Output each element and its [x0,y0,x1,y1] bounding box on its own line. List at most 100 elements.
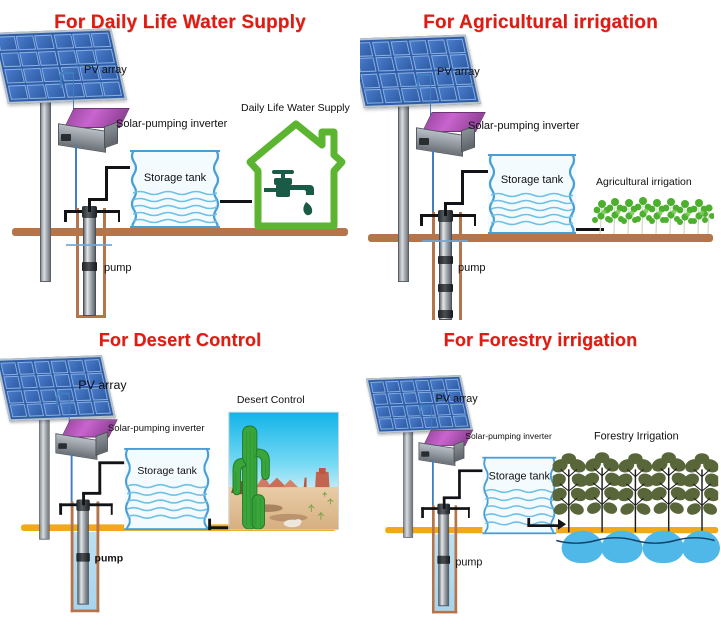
wire-pv-down [60,72,62,88]
solar-mount-pole [39,413,50,540]
label-storage-tank: Storage tank [500,174,564,186]
label-storage-tank: Storage tank [143,172,207,184]
forest-trees-icon [550,450,721,533]
pipe-vertical [105,168,108,200]
pipe-tank-to-house [220,200,252,203]
diagram-desert-control: PV array Solar-pumping inverter pump [0,320,344,613]
panel-title-forestry: For Forestry irrigation [443,330,638,350]
pump-water-level-ring [66,244,112,246]
house-outline-icon [244,118,348,230]
panel-title-daily-life: For Daily Life Water Supply [54,12,306,33]
pipe-riser [88,200,91,212]
pump-head [438,210,453,222]
ground-line [12,228,348,236]
label-pv-array: PV array [437,66,480,78]
solar-mount-pole [40,96,51,282]
inverter-port-icon [419,138,429,145]
wellhead-left [64,210,67,222]
wire-pv-down [419,404,421,418]
wire-pv-across [56,392,70,395]
borehole-well [432,505,458,614]
wellhead-right [473,214,476,226]
wire-inverter-to-pump [432,460,434,506]
wire-pv-down [56,392,58,406]
pump-water-level-ring [422,240,468,242]
tank-water-icon [485,488,554,526]
crop-field-icon [592,190,715,236]
tank-water-icon [491,192,573,226]
label-scene-desert: Desert Control [236,394,305,406]
pipe-to-tank [105,166,137,169]
panel-forestry: For Forestry irrigation PV array [360,320,721,626]
wellhead-left [59,503,62,515]
wire-inverter-to-pump [75,146,77,212]
pipe-vertical [458,471,461,498]
inverter-port-icon [421,451,430,457]
pipe-tank-outlet [208,518,212,531]
pump-motor-band-1 [438,256,453,264]
submersible-pump [439,216,452,320]
pipe-to-forest [527,524,562,527]
pipe-to-tank [458,469,486,473]
label-pump: pump [455,555,483,569]
pipe-riser [442,498,446,509]
inverter-port-icon [58,443,67,449]
label-pump: pump [458,262,486,274]
label-storage-tank: Storage tank [137,465,197,477]
wire-inverter-to-pump [70,453,73,504]
label-pump: pump [94,553,124,565]
borehole-well [432,212,462,320]
label-inverter: Solar-pumping inverter [107,423,205,434]
diagram-agricultural: PV array Solar-pumping inverter pum [360,0,721,320]
pipe-vertical [461,172,464,203]
drip-irrigation-line [556,534,718,544]
wire-pv-across [417,74,431,76]
solar-pumping-inverter [58,108,130,154]
label-inverter: Solar-pumping inverter [465,431,552,442]
borehole-well [70,501,100,613]
wire-pv-across [60,72,74,74]
flow-arrow-icon [558,518,567,530]
solar-mount-pole [398,100,409,282]
pipe-riser [444,204,447,216]
faucet-icon [264,168,318,222]
storage-tank: Storage tank [482,456,557,535]
wellhead-left [421,507,424,518]
label-storage-tank: Storage tank [488,469,550,482]
pipe-elbow-1 [88,198,108,201]
label-pv-array: PV array [78,377,127,392]
wire-inverter-to-pump [432,150,434,216]
label-scene-agricultural: Agricultural irrigation [596,176,692,188]
panel-daily-life: For Daily Life Water Supply PV array [0,0,360,320]
solar-mount-pole [403,426,414,538]
pipe-tank-outlet [527,518,531,527]
pipe-elbow-1 [82,491,102,495]
label-inverter: Solar-pumping inverter [468,120,580,132]
tank-water-icon [127,483,208,519]
ground-line [368,234,713,242]
wire-to-inverter [430,404,433,434]
label-scene-forestry: Forestry Irrigation [594,429,679,443]
pump-head [82,206,97,218]
wellhead-right [110,503,113,515]
solar-pumping-inverter [416,112,486,158]
pump-motor-band-3 [438,310,453,318]
root-water-bulb [561,530,603,563]
borehole-well [76,208,106,318]
tank-water-icon [133,190,217,224]
storage-tank: Storage tank [488,154,576,234]
label-pv-array: PV array [84,64,127,76]
storage-tank: Storage tank [124,447,211,531]
wire-to-inverter [68,392,70,426]
desert-scene-image [228,411,340,531]
pump-head [437,503,450,515]
solar-pumping-inverter [418,429,474,468]
solar-pumping-inverter [55,419,118,461]
panel-agricultural: For Agricultural irrigation PV array [360,0,721,320]
tank-left-wave-icon [488,154,495,234]
wellhead-right [117,210,120,222]
storage-tank: Storage tank [130,150,220,228]
diagram-forestry: PV array Solar-pumping inverter pump [365,340,721,615]
pipe-vertical [98,463,102,493]
wire-to-inverter [72,72,75,112]
